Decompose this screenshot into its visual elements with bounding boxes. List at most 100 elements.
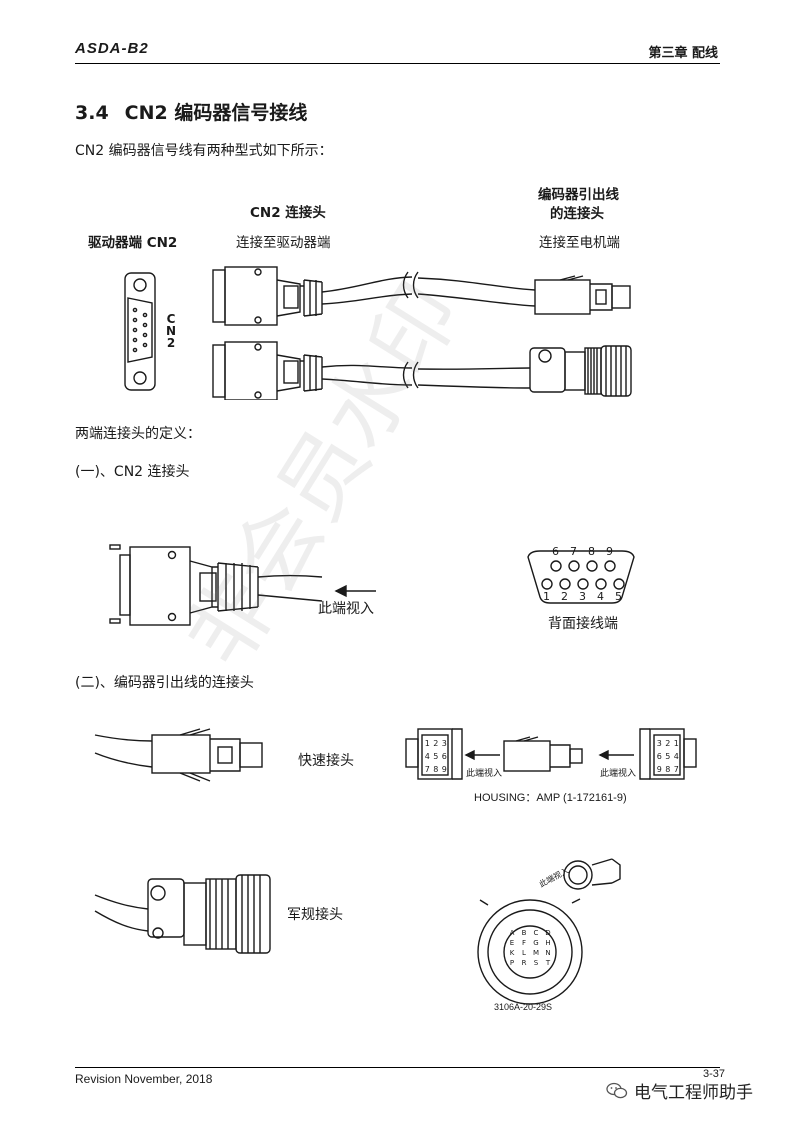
- pin-3: 3: [579, 590, 597, 603]
- grid-cell: 6: [441, 752, 447, 761]
- grid-cell: 4: [673, 752, 679, 761]
- cn2-connector-subtitle: 连接至驱动器端: [236, 235, 331, 251]
- grid-cell: 8: [665, 765, 671, 774]
- quick-connector-label: 快速接头: [298, 753, 354, 769]
- pin-5: 5: [615, 590, 633, 603]
- view-arrow-b: [598, 749, 634, 761]
- mil-pin: F: [521, 939, 527, 947]
- pin-6: 6: [552, 545, 570, 558]
- cable-break-lower: [402, 361, 419, 389]
- mil-pin: R: [521, 959, 527, 967]
- cable-break-upper: [402, 271, 419, 299]
- housing-grid-right: [639, 728, 697, 780]
- db9-pins-bottom: 12345: [543, 590, 633, 603]
- grid-cell: 9: [441, 765, 447, 774]
- mil-pin: B: [521, 929, 527, 937]
- view-arrow-left: [334, 584, 376, 598]
- pin-4: 4: [597, 590, 615, 603]
- housing-grid-left: [405, 728, 463, 780]
- grid-cell: 1: [673, 739, 679, 748]
- mil-pin: A: [509, 929, 515, 937]
- grid-cell: 7: [424, 765, 430, 774]
- cn2-letter-2: 2: [166, 336, 176, 350]
- view-label-left: 此端视入: [466, 769, 503, 779]
- military-plug-perspective: [563, 858, 621, 890]
- pin-1: 1: [543, 590, 561, 603]
- military-socket-face: [477, 898, 583, 1005]
- mil-pin: L: [522, 949, 526, 957]
- military-connector-plug: [94, 874, 271, 954]
- cn2-plug-lower: [212, 341, 413, 400]
- definition-intro: 两端连接头的定义：: [75, 426, 201, 442]
- cn2-view-label: 此端视入: [318, 601, 374, 617]
- db9-pins-top: 6789: [552, 545, 624, 558]
- mil-pin: K: [509, 949, 515, 957]
- section-heading: 3.4 CN2 编码器信号接线: [75, 98, 307, 125]
- view-label-right: 此端视入: [600, 769, 637, 779]
- grid-cell: 6: [656, 752, 662, 761]
- military-connector-far: [417, 345, 632, 397]
- grid-cell: 2: [433, 739, 439, 748]
- cn2-plug-detail-figure: [109, 544, 635, 626]
- grid-cell: 7: [673, 765, 679, 774]
- grid-cell: 5: [665, 752, 671, 761]
- cable-overview-figure: [124, 266, 632, 400]
- grid-cell: 4: [424, 752, 430, 761]
- db9-back-face: [527, 550, 635, 604]
- driver-db9-port: [124, 272, 156, 391]
- brand-logo: ASDA-B2: [75, 40, 149, 57]
- driver-cn2-label: 驱动器端 CN2: [88, 235, 178, 251]
- pin-8: 8: [588, 545, 606, 558]
- quick-connector-figure: [94, 728, 697, 782]
- mil-pin: H: [545, 939, 551, 947]
- cn2-plug-upper: [212, 266, 413, 326]
- housing-model-label: HOUSING：AMP (1-172161-9): [474, 792, 627, 804]
- quick-connector-plug: [94, 728, 263, 782]
- back-wiring-label: 背面接线端: [548, 616, 618, 632]
- view-arrow-a: [464, 749, 500, 761]
- wechat-badge: 电气工程师助手: [606, 1078, 753, 1103]
- revision-text: Revision November, 2018: [75, 1072, 213, 1086]
- grid-cell: 1: [424, 739, 430, 748]
- military-connector-figure: [94, 858, 621, 1005]
- chapter-title: 第三章 配线: [648, 46, 718, 61]
- footer-divider: [75, 1067, 720, 1068]
- grid-cell: 2: [665, 739, 671, 748]
- header-divider: [75, 63, 720, 64]
- mil-pin: S: [533, 959, 539, 967]
- cn2-letter-n: N: [166, 324, 177, 338]
- pin-2: 2: [561, 590, 579, 603]
- part1-heading: (一)、CN2 连接头: [75, 464, 190, 480]
- section-title: CN2 编码器信号接线: [124, 102, 308, 124]
- mil-pin: M: [532, 949, 540, 957]
- wechat-icon: [606, 1082, 628, 1098]
- mil-pin: C: [533, 929, 539, 937]
- intro-text: CN2 编码器信号线有两种型式如下所示：: [75, 143, 333, 159]
- military-model-label: 3106A-20-29S: [494, 1002, 553, 1012]
- grid-cell: 3: [441, 739, 447, 748]
- housing-plug-center: [503, 736, 583, 772]
- mil-pin: E: [509, 939, 515, 947]
- grid-cell: 3: [656, 739, 662, 748]
- part2-heading: (二)、编码器引出线的连接头: [75, 675, 254, 691]
- mil-pin: G: [533, 939, 539, 947]
- cn2-plug-detail: [109, 544, 323, 626]
- pin-7: 7: [570, 545, 588, 558]
- encoder-connector-title-line1: 编码器引出线: [538, 187, 619, 203]
- cn2-connector-title: CN2 连接头: [250, 205, 326, 221]
- page-number: 3-37: [703, 1068, 726, 1080]
- encoder-connector-subtitle: 连接至电机端: [539, 235, 620, 251]
- cn2-letter-c: C: [166, 312, 176, 326]
- mil-pin: D: [545, 929, 551, 937]
- encoder-connector-title-line2: 的连接头: [550, 206, 604, 222]
- grid-cell: 9: [656, 765, 662, 774]
- cn2-vertical-label: C N 2: [166, 313, 176, 349]
- military-connector-label: 军规接头: [287, 907, 343, 923]
- section-number: 3.4: [75, 102, 109, 124]
- grid-cell: 5: [433, 752, 439, 761]
- quick-connector-far: [417, 275, 631, 315]
- wechat-account-name: 电气工程师助手: [634, 1083, 753, 1103]
